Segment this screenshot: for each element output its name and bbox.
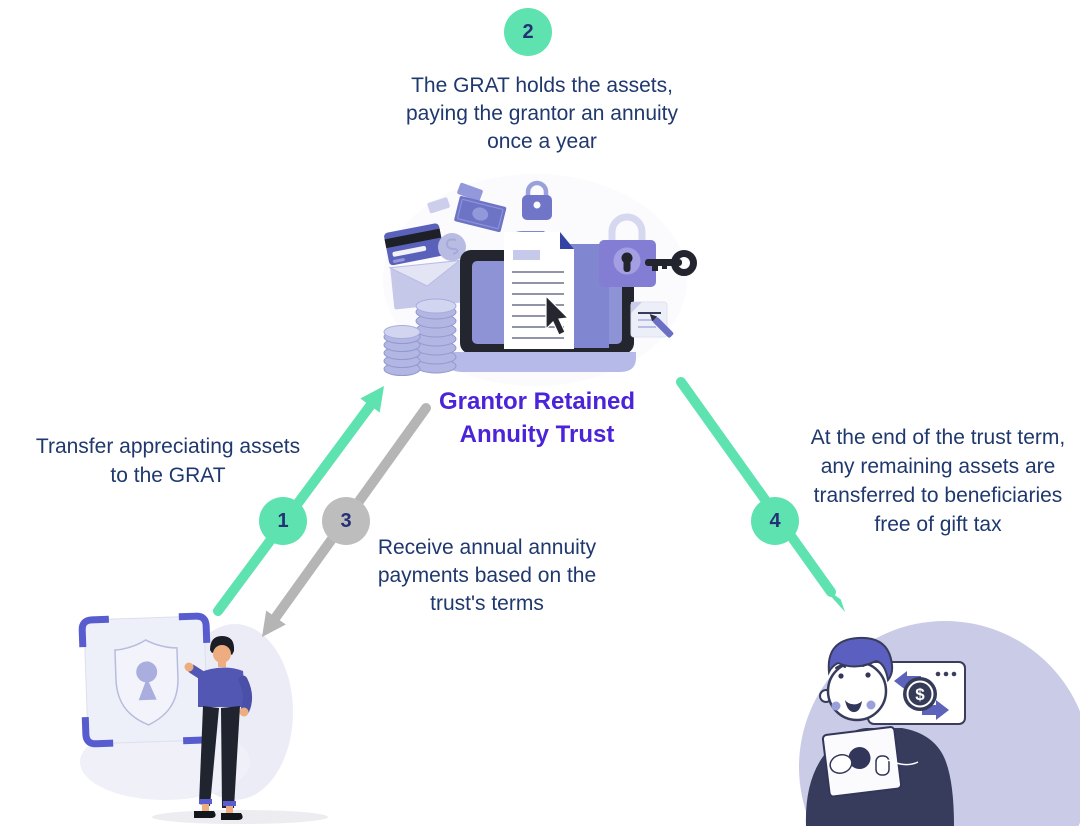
coins-icon [383,298,457,376]
step-3-badge: 3 [322,497,370,545]
trust-assets-illustration [383,174,697,386]
money-transfer-window-icon: $ [867,661,966,725]
coin-icon [438,233,466,261]
banknote-icon [427,182,507,233]
step-1-badge: 1 [259,497,307,545]
beneficiary-illustration: $ [799,621,1080,826]
shield-keyhole-icon [114,639,179,726]
beneficiary-person [805,636,954,826]
step-1-label: Transfer appreciating assets to the GRAT [35,435,301,487]
tablet-icon [821,726,903,798]
padlock-icon [599,213,656,287]
grantor-illustration [78,612,328,824]
step-2-label: The GRAT holds the assets, paying the gr… [405,74,679,153]
envelope-icon [388,259,464,310]
step-2-badge: 2 [504,8,552,56]
dollar-glyph: $ [915,685,925,704]
step-4-label: At the end of the trust term, any remain… [810,426,1066,536]
arrow-to-beneficiaries [676,377,845,612]
key-icon [645,250,697,276]
dollar-coin-icon: $ [903,677,937,711]
step-3-label: Receive annual annuity payments based on… [377,536,597,615]
small-padlock-icon [522,180,552,220]
grantor-person [184,636,253,820]
memo-pencil-icon [630,301,674,338]
step-4-badge: 4 [751,497,799,545]
laptop-base [446,352,636,372]
document-icon [504,231,609,349]
cursor-icon [545,294,570,336]
credit-card-icon [384,223,445,266]
grat-title: Grantor Retained Annuity Trust [438,388,636,448]
